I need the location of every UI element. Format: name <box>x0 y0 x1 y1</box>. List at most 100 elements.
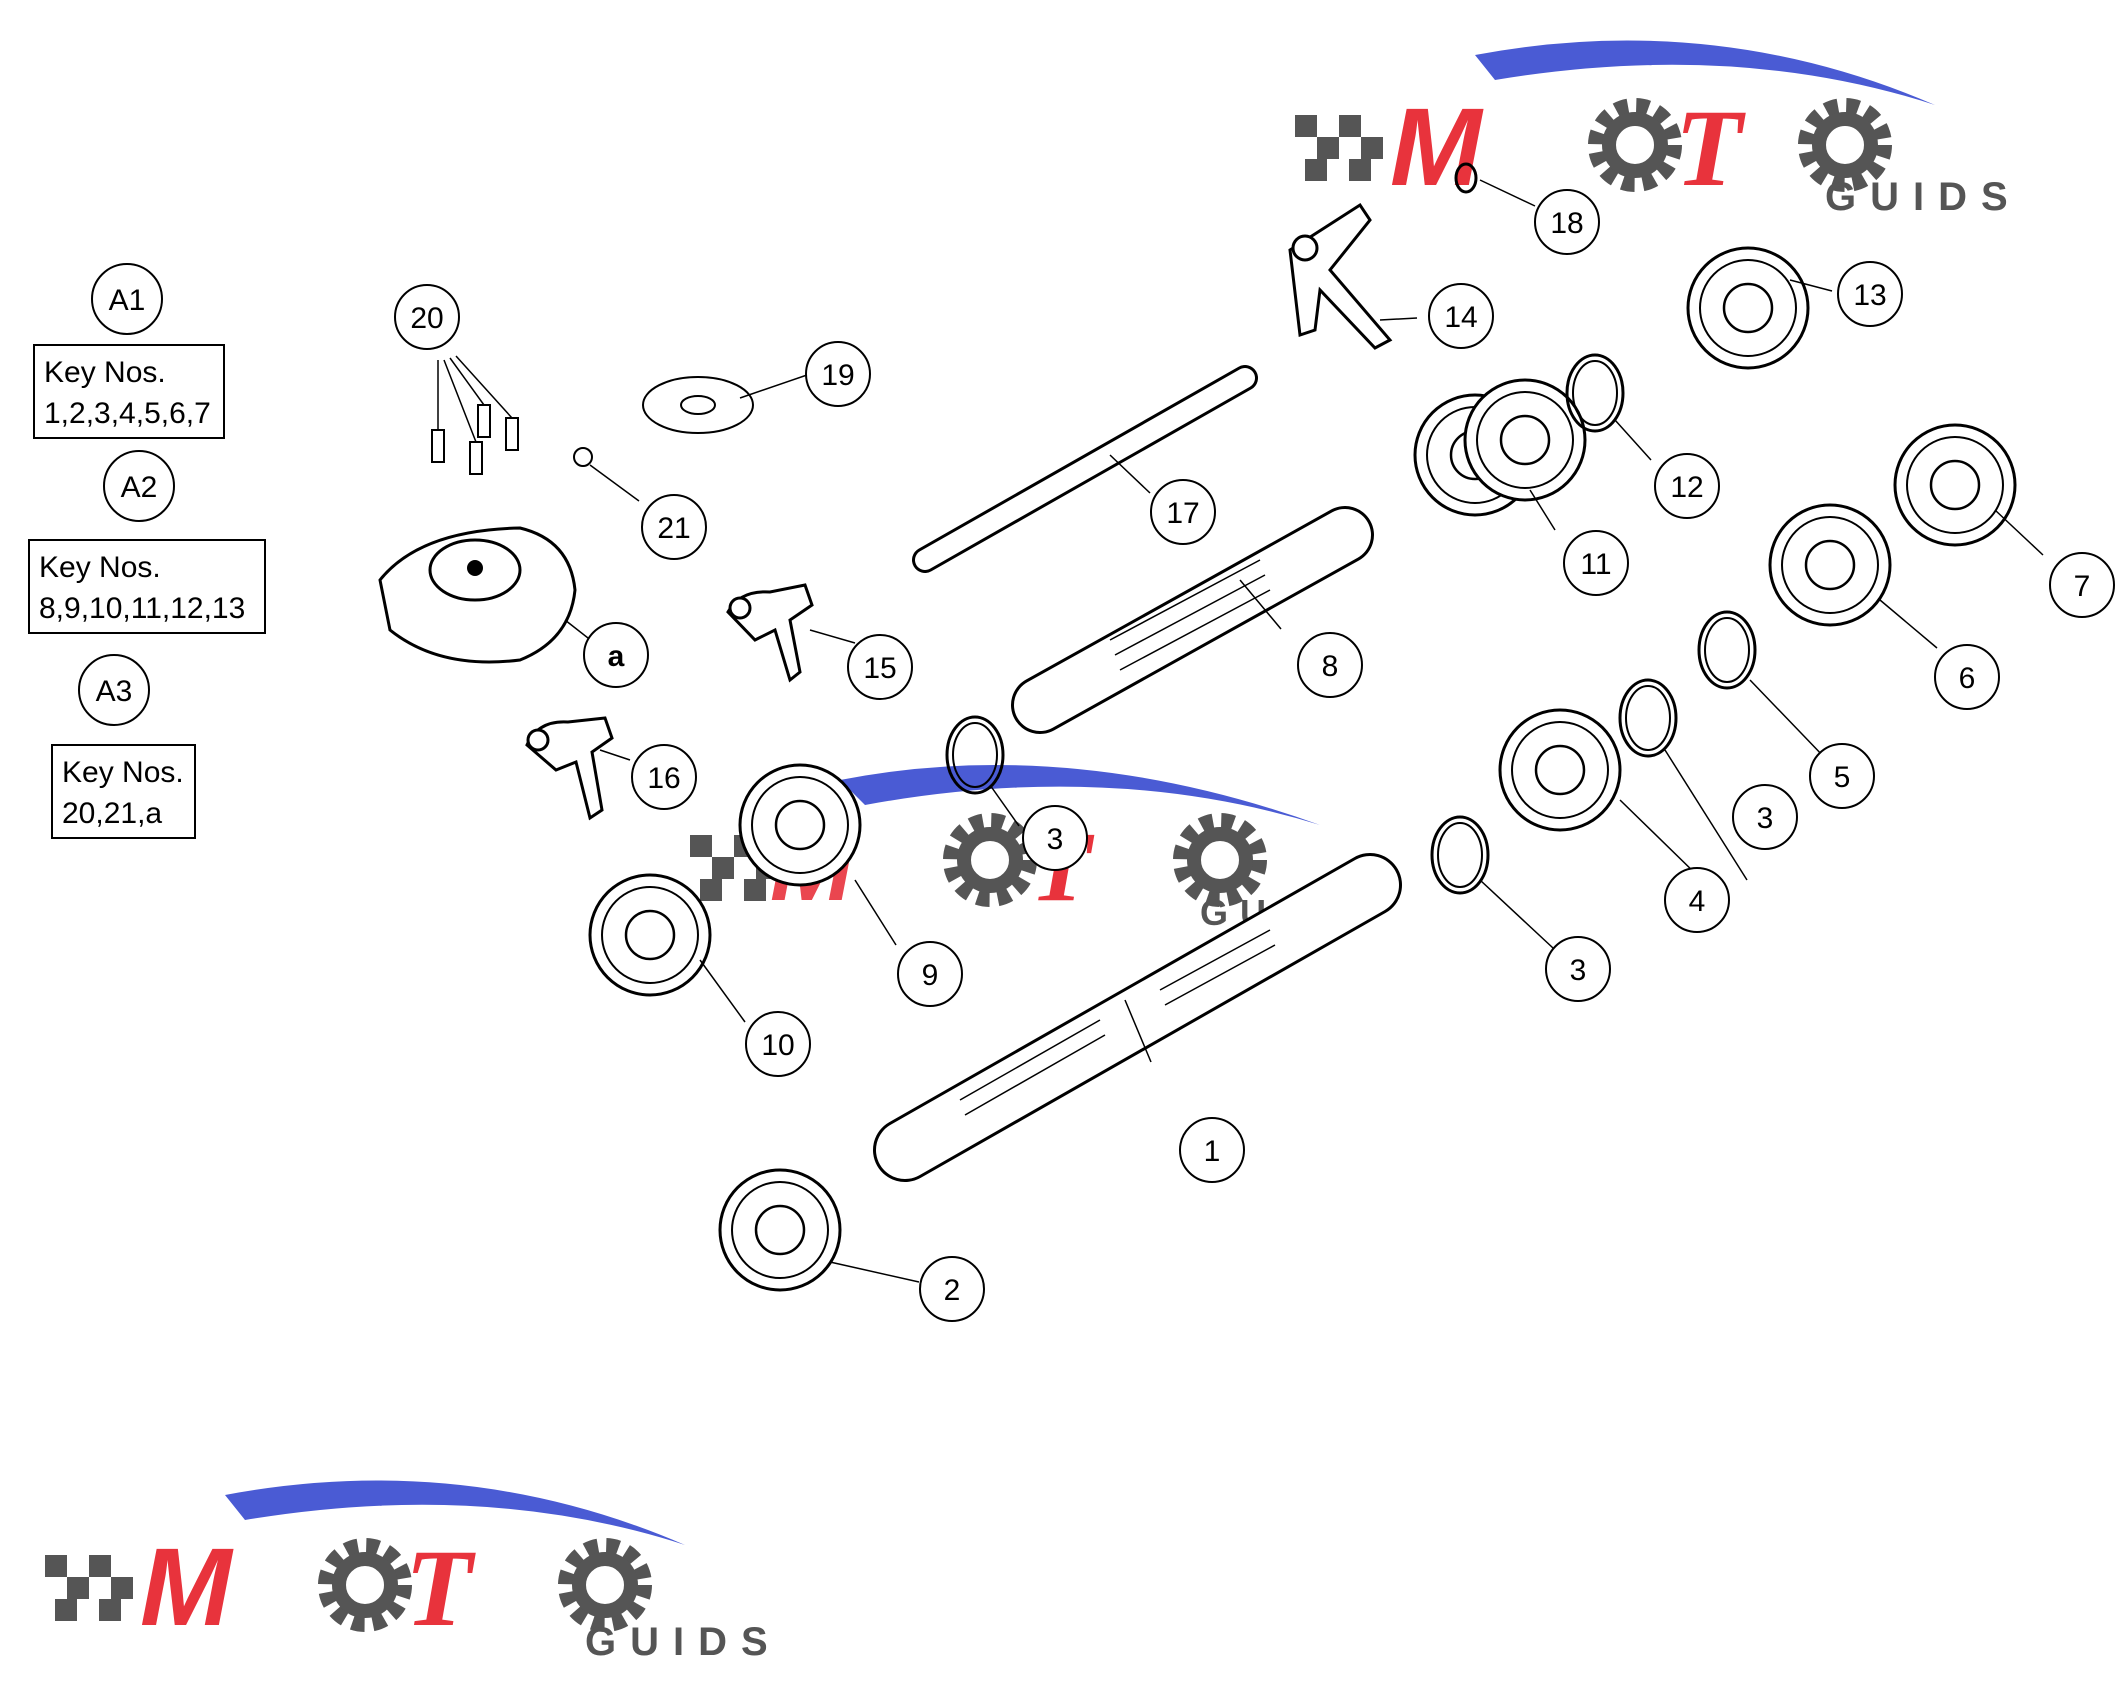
part-16-fork <box>525 716 614 821</box>
svg-text:2: 2 <box>944 1274 961 1307</box>
part-4-gear <box>1498 708 1622 832</box>
swoosh-icon <box>225 1480 685 1545</box>
callout-5: 5 <box>1809 743 1875 809</box>
group-a2: A2 Key Nos. 8,9,10,11,12,13 <box>28 450 266 634</box>
part-7-gear <box>1893 423 2017 547</box>
svg-text:5: 5 <box>1834 761 1851 794</box>
part-8-shaft <box>1011 506 1374 734</box>
callout-3c: 3 <box>1732 784 1798 850</box>
checker-flag-icon <box>1295 115 1383 181</box>
part-17-rod <box>912 365 1258 573</box>
part-19-plate <box>642 376 754 434</box>
group-a3-key-list: 20,21,a <box>62 797 162 830</box>
svg-text:21: 21 <box>657 512 690 545</box>
svg-text:15: 15 <box>863 652 896 685</box>
svg-text:16: 16 <box>647 762 680 795</box>
part-9-gear <box>738 763 862 887</box>
part-18-washer <box>1454 162 1478 194</box>
group-a3-circle <box>78 654 150 726</box>
svg-text:17: 17 <box>1166 497 1199 530</box>
logo-gear-icon <box>952 822 1028 898</box>
group-a3-key-title: Key Nos. <box>62 756 184 789</box>
callout-16: 16 <box>631 744 697 810</box>
callout-a: a <box>583 622 649 688</box>
part-3-washer-b <box>1430 815 1490 895</box>
part-2-gear <box>718 1168 842 1292</box>
part-6-gear <box>1768 503 1892 627</box>
watermark-logo-top: M T GUIDS <box>1295 40 2022 219</box>
svg-text:20: 20 <box>410 302 443 335</box>
callout-15: 15 <box>847 634 913 700</box>
callout-17: 17 <box>1150 479 1216 545</box>
leader-lines <box>437 179 2044 1283</box>
part-13-gear <box>1686 246 1810 370</box>
svg-text:13: 13 <box>1853 279 1886 312</box>
group-a1-key-title: Key Nos. <box>44 356 166 389</box>
group-a3: A3 Key Nos. 20,21,a <box>51 654 196 839</box>
part-10-gear <box>588 873 712 997</box>
group-a3-id: A3 <box>96 675 133 708</box>
svg-text:19: 19 <box>821 359 854 392</box>
swoosh-icon <box>1475 40 1935 105</box>
svg-text:8: 8 <box>1322 650 1339 683</box>
logo-gear-icon <box>1807 107 1883 183</box>
watermark-logo-bottom: M T GUIDS <box>45 1480 782 1664</box>
brand-subtext: GUIDS <box>1825 175 2022 219</box>
logo-gear-icon <box>327 1547 403 1623</box>
part-14-fork <box>1288 202 1393 350</box>
svg-text:11: 11 <box>1580 548 1611 581</box>
callout-10: 10 <box>745 1011 811 1077</box>
svg-text:6: 6 <box>1959 662 1976 695</box>
callout-21: 21 <box>641 494 707 560</box>
callout-1: 1 <box>1179 1117 1245 1183</box>
part-21-ball <box>573 447 593 467</box>
svg-text:12: 12 <box>1670 471 1703 504</box>
callout-20: 20 <box>394 284 460 350</box>
group-a2-circle <box>103 450 175 522</box>
group-a1: A1 Key Nos. 1,2,3,4,5,6,7 <box>33 263 225 439</box>
callout-12: 12 <box>1654 453 1720 519</box>
svg-text:18: 18 <box>1550 207 1583 240</box>
checker-flag-icon <box>45 1555 133 1621</box>
group-a2-key-list: 8,9,10,11,12,13 <box>39 592 245 625</box>
part-1-shaft <box>873 853 1402 1182</box>
logo-gear-icon <box>1597 107 1673 183</box>
callout-8: 8 <box>1297 632 1363 698</box>
part-12-washer <box>1565 353 1625 433</box>
callout-2: 2 <box>919 1256 985 1322</box>
svg-text:3: 3 <box>1047 823 1064 856</box>
svg-text:3: 3 <box>1757 802 1774 835</box>
callout-13: 13 <box>1837 261 1903 327</box>
brand-subtext: GUIDS <box>585 1620 782 1664</box>
svg-text:9: 9 <box>922 959 939 992</box>
group-a1-box <box>33 344 225 439</box>
callout-11: 11 <box>1563 530 1629 596</box>
group-a2-box <box>28 539 266 634</box>
brand-letter-t: T <box>405 1527 476 1649</box>
svg-text:a: a <box>608 640 625 673</box>
brand-letter-m: M <box>1390 86 1484 209</box>
logo-gear-icon <box>1182 822 1258 898</box>
group-a2-key-title: Key Nos. <box>39 551 161 584</box>
svg-text:3: 3 <box>1570 954 1587 987</box>
brand-letter-t: T <box>1675 87 1746 209</box>
brand-letter-m: M <box>140 1526 234 1649</box>
callout-19: 19 <box>805 341 871 407</box>
group-a1-key-list: 1,2,3,4,5,6,7 <box>44 397 211 430</box>
svg-text:7: 7 <box>2074 570 2091 603</box>
logo-gear-icon <box>567 1547 643 1623</box>
callout-3a: 3 <box>1022 805 1088 871</box>
svg-text:10: 10 <box>761 1029 794 1062</box>
callout-3b: 3 <box>1545 936 1611 1002</box>
svg-text:14: 14 <box>1444 301 1477 334</box>
group-a1-circle <box>91 263 163 335</box>
callout-9: 9 <box>897 941 963 1007</box>
callout-4: 4 <box>1664 867 1730 933</box>
part-20-pins <box>431 404 519 475</box>
callout-14: 14 <box>1428 283 1494 349</box>
group-a3-box <box>51 744 196 839</box>
callout-18: 18 <box>1534 189 1600 255</box>
part-5-washer <box>1697 610 1757 690</box>
part-15-fork <box>726 583 814 683</box>
